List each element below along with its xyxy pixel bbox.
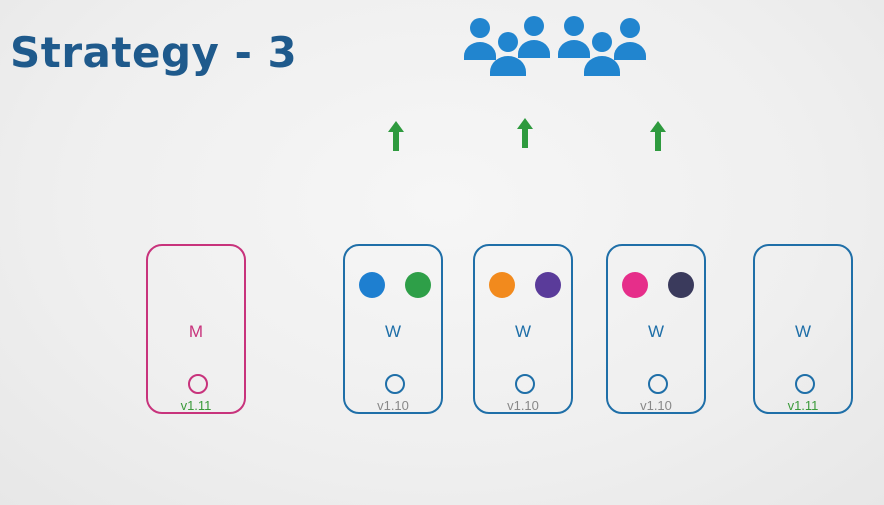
pod [535, 272, 561, 298]
kubelet-circle-icon [515, 374, 535, 394]
pod [405, 272, 431, 298]
kubelet-circle-icon [648, 374, 668, 394]
slide-title: Strategy - 3 [10, 28, 298, 77]
node-version: v1.11 [180, 398, 212, 413]
pod [622, 272, 648, 298]
node-label: W [794, 322, 812, 341]
up-arrow-icon [517, 118, 533, 148]
node-label: W [647, 322, 665, 341]
node-version: v1.11 [787, 398, 819, 413]
worker-node-2: W v1.10 [473, 244, 573, 414]
worker-node-1: W v1.10 [343, 244, 443, 414]
node-version: v1.10 [377, 398, 409, 413]
node-version: v1.10 [640, 398, 672, 413]
node-version: v1.10 [507, 398, 539, 413]
up-arrow-icon [388, 121, 404, 151]
worker-node-3: W v1.10 [606, 244, 706, 414]
master-node: M v1.11 [146, 244, 246, 414]
node-label: W [514, 322, 532, 341]
users-group-icon [464, 16, 646, 76]
kubelet-circle-icon [795, 374, 815, 394]
node-label: M [188, 322, 204, 341]
kubelet-circle-icon [188, 374, 208, 394]
kubelet-circle-icon [385, 374, 405, 394]
up-arrow-icon [650, 121, 666, 151]
worker-node-4: W v1.11 [753, 244, 853, 414]
node-label: W [384, 322, 402, 341]
pod [359, 272, 385, 298]
pod [489, 272, 515, 298]
pod [668, 272, 694, 298]
